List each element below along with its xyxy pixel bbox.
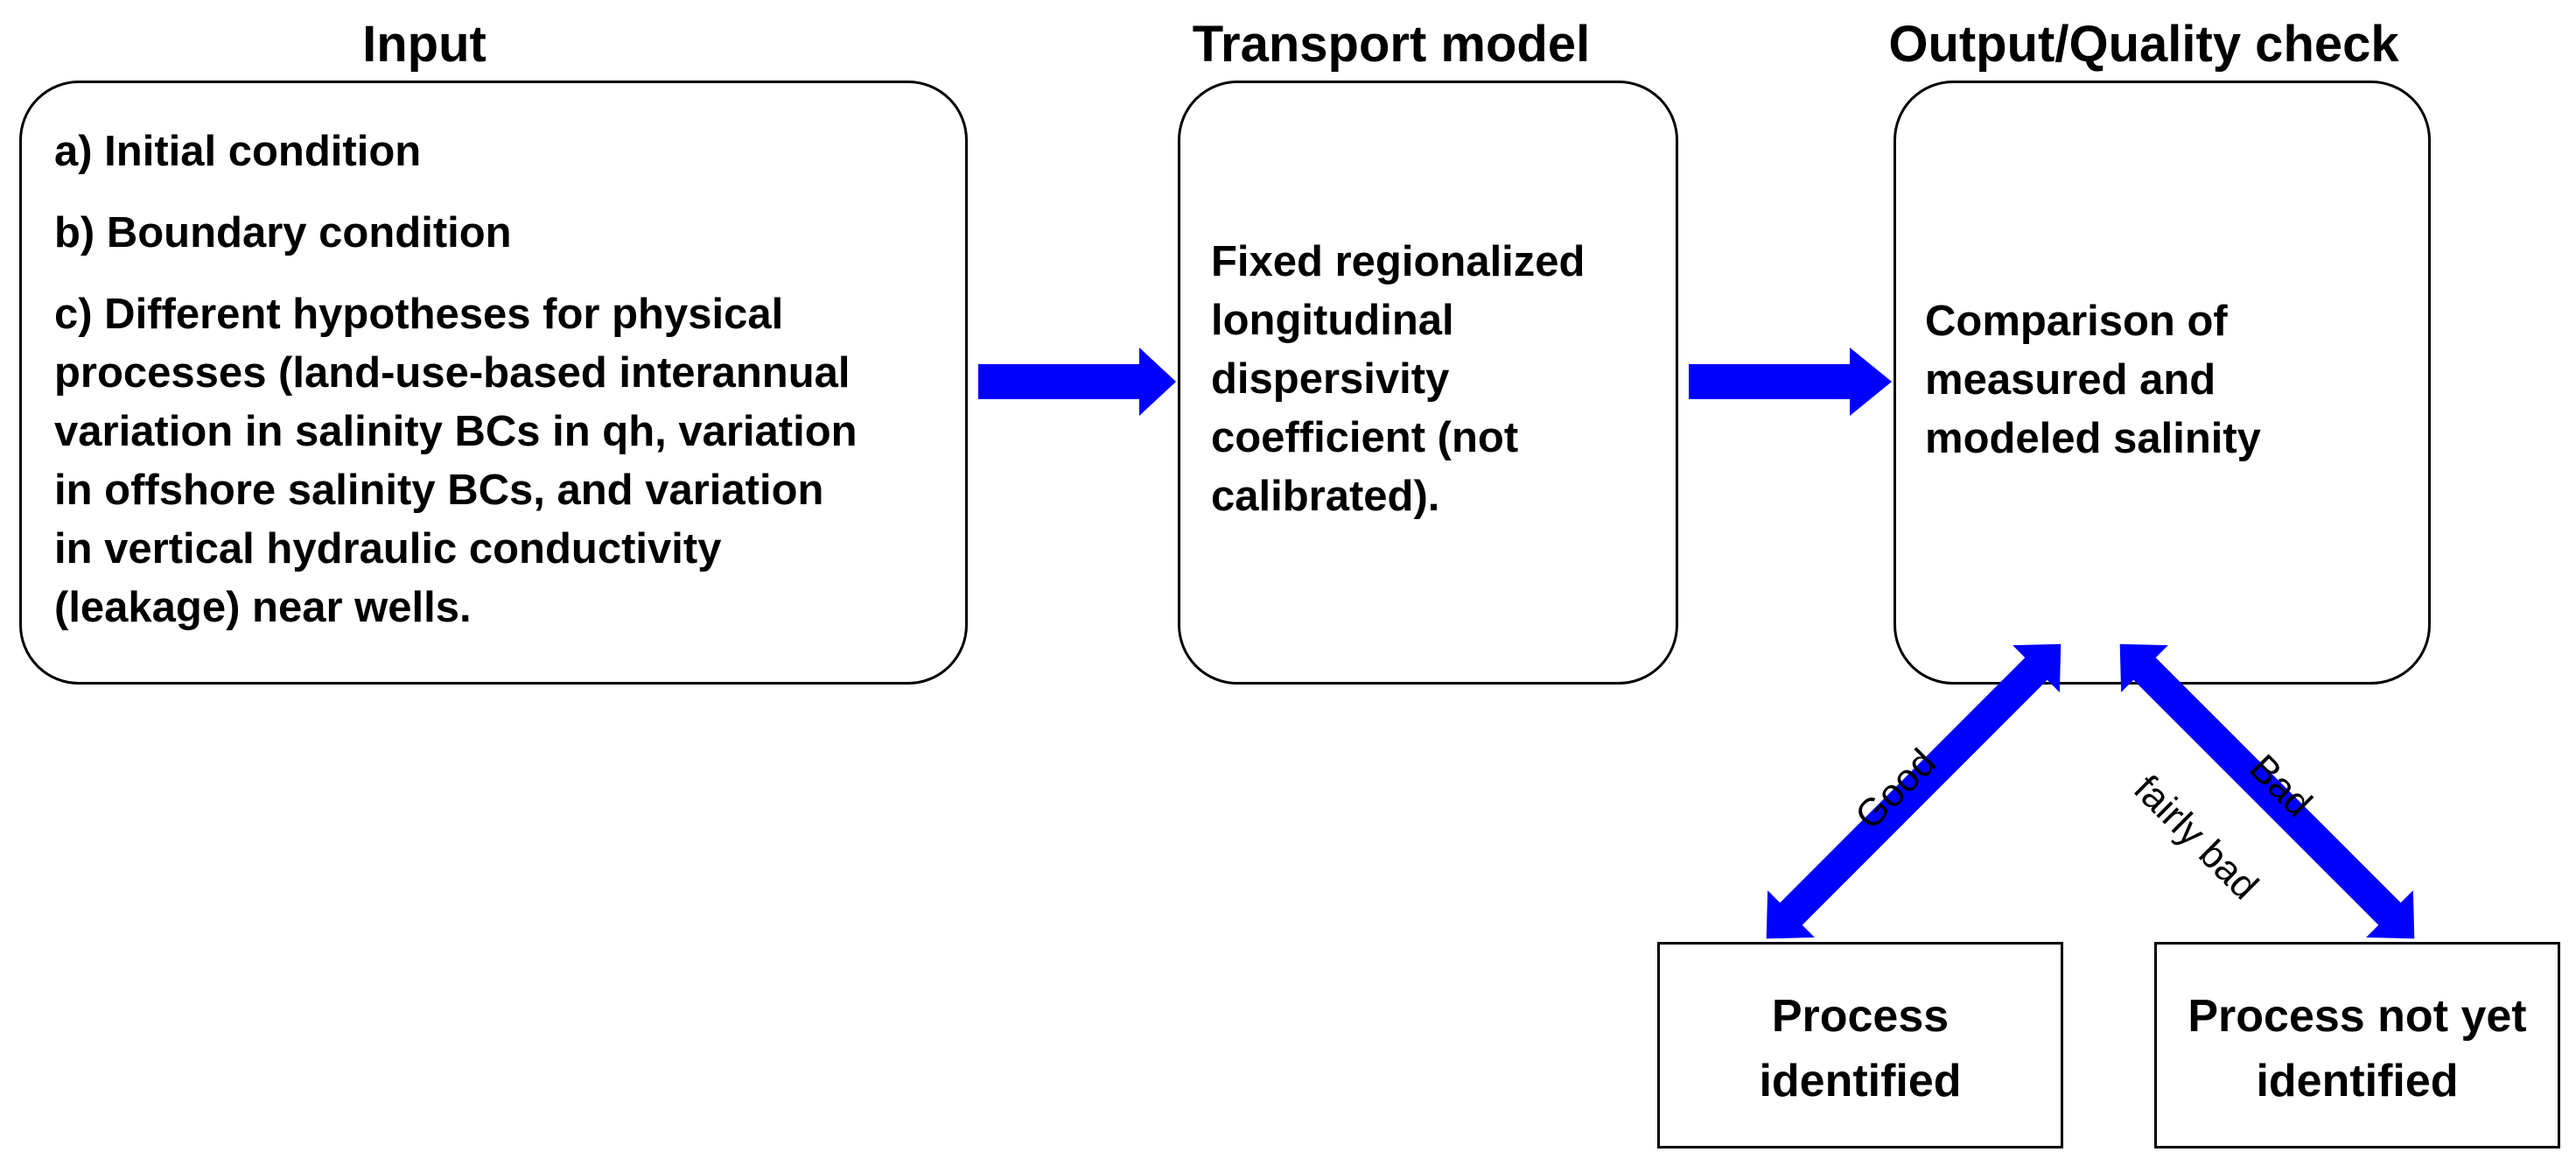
process-identified-box — [1657, 942, 2063, 1148]
transport-line: Fixed regionalized — [1211, 238, 1586, 285]
process-not-identified-line: identified — [2256, 1056, 2459, 1106]
output-line: measured and — [1925, 356, 2216, 404]
transport-model-box — [1178, 81, 1678, 685]
arrow-transport-to-output — [1689, 348, 1892, 416]
arrow-good — [1766, 643, 2062, 939]
input-boundary-condition: b) Boundary condition — [54, 209, 512, 256]
process-not-identified-box — [2154, 942, 2560, 1148]
input-hypotheses-line: processes (land-use-based interannual — [54, 349, 850, 397]
input-hypotheses-line: (leakage) near wells. — [54, 584, 472, 631]
input-initial-condition: a) Initial condition — [54, 128, 422, 175]
transport-line: longitudinal — [1211, 297, 1454, 344]
output-box — [1894, 81, 2431, 685]
input-box — [19, 81, 968, 685]
output-line: modeled salinity — [1925, 415, 2261, 462]
transport-line: coefficient (not — [1211, 414, 1519, 461]
heading-input: Input — [362, 16, 486, 73]
transport-line: dispersivity — [1211, 355, 1450, 403]
arrow-input-to-transport — [978, 348, 1176, 416]
output-line: Comparison of — [1925, 298, 2228, 345]
transport-line: calibrated). — [1211, 473, 1440, 520]
process-identified-line: Process — [1771, 991, 1950, 1042]
heading-transport-model: Transport model — [1192, 16, 1591, 73]
process-not-identified-line: Process not yet — [2188, 991, 2527, 1042]
process-identified-line: identified — [1759, 1056, 1962, 1106]
input-hypotheses-line: variation in salinity BCs in qh, variati… — [54, 408, 858, 455]
input-hypotheses-line: in offshore salinity BCs, and variation — [54, 467, 824, 514]
heading-output-quality-check: Output/Quality check — [1888, 16, 2399, 73]
arrow-bad — [2119, 643, 2415, 939]
input-hypotheses-line: c) Different hypotheses for physical — [54, 291, 784, 338]
input-hypotheses-line: in vertical hydraulic conductivity — [54, 525, 722, 572]
